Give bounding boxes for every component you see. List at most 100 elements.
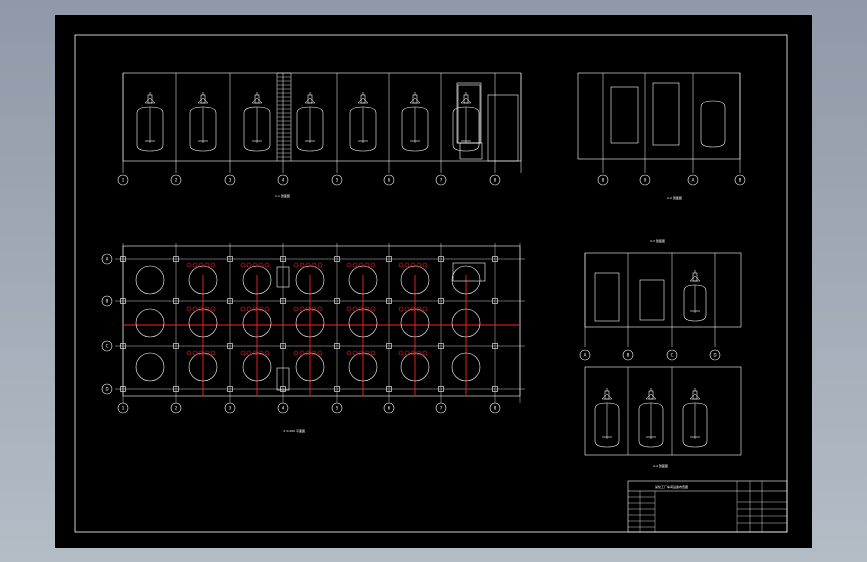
axis-bubble-label: 3 — [229, 177, 232, 182]
axis-bubble-label: 2 — [175, 177, 178, 182]
axis-bubble-label: 9 — [644, 177, 647, 182]
structural-column — [227, 256, 233, 262]
nozzle-marker — [186, 262, 192, 268]
axis-bubble — [489, 174, 501, 186]
structural-column — [227, 386, 233, 392]
agitator-drive — [689, 393, 701, 400]
tank-horizontal — [639, 279, 665, 321]
plan-stair — [276, 367, 290, 391]
axis-bubble — [170, 402, 182, 414]
agitator-motor — [648, 390, 654, 400]
axis-bubble-label: D — [105, 386, 108, 391]
nozzle-marker — [240, 306, 246, 312]
axis-bubble — [639, 174, 651, 186]
plan-outline — [122, 245, 521, 397]
structural-column — [438, 298, 444, 304]
nozzle-marker — [192, 350, 198, 356]
agitator-drive — [409, 97, 421, 104]
title-block-header: 某化工厂车间设备布置图 — [655, 485, 689, 489]
nozzle-marker — [311, 306, 317, 312]
axis-bubble — [101, 340, 113, 352]
nozzle-marker — [370, 262, 376, 268]
axis-bubble-label: 5 — [336, 405, 339, 410]
equipment-box — [456, 82, 482, 144]
nozzle-marker — [352, 350, 358, 356]
nozzle-marker — [299, 262, 305, 268]
section-3-frame — [584, 252, 742, 328]
axis-bubble-label: A — [584, 352, 587, 357]
nozzle-marker — [240, 350, 246, 356]
structural-column — [386, 386, 392, 392]
axis-bubble-label: 4 — [282, 405, 285, 410]
vessel-shell — [452, 106, 480, 152]
nozzle-marker — [358, 350, 364, 356]
nozzle-marker — [293, 262, 299, 268]
axis-bubble-label: 5 — [336, 177, 339, 182]
axis-bubble — [597, 174, 609, 186]
plan-caption: ± 0.000 平面图 — [283, 429, 306, 433]
nozzle-marker — [210, 262, 216, 268]
agitator-motor — [147, 94, 153, 104]
nozzle-marker — [358, 306, 364, 312]
structural-column — [386, 298, 392, 304]
axis-bubble — [666, 349, 678, 361]
vessel-plan — [135, 352, 165, 382]
axis-bubble — [687, 174, 699, 186]
nozzle-marker — [192, 306, 198, 312]
nozzle-marker — [210, 306, 216, 312]
nozzle-marker — [198, 262, 204, 268]
axis-bubble-label: C — [671, 352, 674, 357]
structural-column — [492, 298, 498, 304]
nozzle-marker — [404, 350, 410, 356]
axis-bubble-label: 8 — [494, 405, 497, 410]
nozzle-marker — [198, 306, 204, 312]
building-annex — [487, 94, 519, 162]
axis-bubble-label: 1 — [122, 177, 125, 182]
vessel-plan — [135, 308, 165, 338]
nozzle-marker — [252, 350, 258, 356]
vessel-shell — [682, 402, 708, 448]
nozzle-marker — [305, 350, 311, 356]
vessel-shell — [683, 284, 707, 322]
structural-column — [334, 256, 340, 262]
nozzle-marker — [258, 306, 264, 312]
axis-bubble — [331, 174, 343, 186]
section-4-caption: 4-4 剖面图 — [653, 464, 668, 468]
section-4-frame — [584, 366, 742, 456]
nozzle-marker — [198, 350, 204, 356]
axis-bubble — [170, 174, 182, 186]
vessel-plan — [451, 265, 481, 295]
nozzle-marker — [264, 350, 270, 356]
structural-column — [173, 343, 179, 349]
structural-column — [227, 298, 233, 304]
structural-column — [438, 343, 444, 349]
agitator-motor — [254, 94, 260, 104]
structural-column — [120, 386, 126, 392]
structural-column — [227, 343, 233, 349]
nozzle-marker — [346, 350, 352, 356]
vessel-shell — [349, 106, 377, 152]
nozzle-marker — [210, 350, 216, 356]
vessel-plan — [451, 308, 481, 338]
axis-bubble-label: 6 — [388, 405, 391, 410]
vessel-shell — [594, 402, 620, 448]
nozzle-marker — [410, 262, 416, 268]
axis-bubble — [277, 174, 289, 186]
vessel-shell — [700, 100, 726, 148]
agitator-drive — [197, 97, 209, 104]
title-block — [627, 480, 788, 533]
control-cabinet — [459, 142, 483, 160]
section-3-caption: 3-3 剖面图 — [650, 239, 665, 243]
nozzle-marker — [293, 350, 299, 356]
vessel-shell — [296, 106, 324, 152]
nozzle-marker — [246, 350, 252, 356]
elevation-2-frame — [577, 72, 741, 160]
axis-bubble — [117, 174, 129, 186]
structural-column — [173, 386, 179, 392]
vessel-shell — [243, 106, 271, 152]
